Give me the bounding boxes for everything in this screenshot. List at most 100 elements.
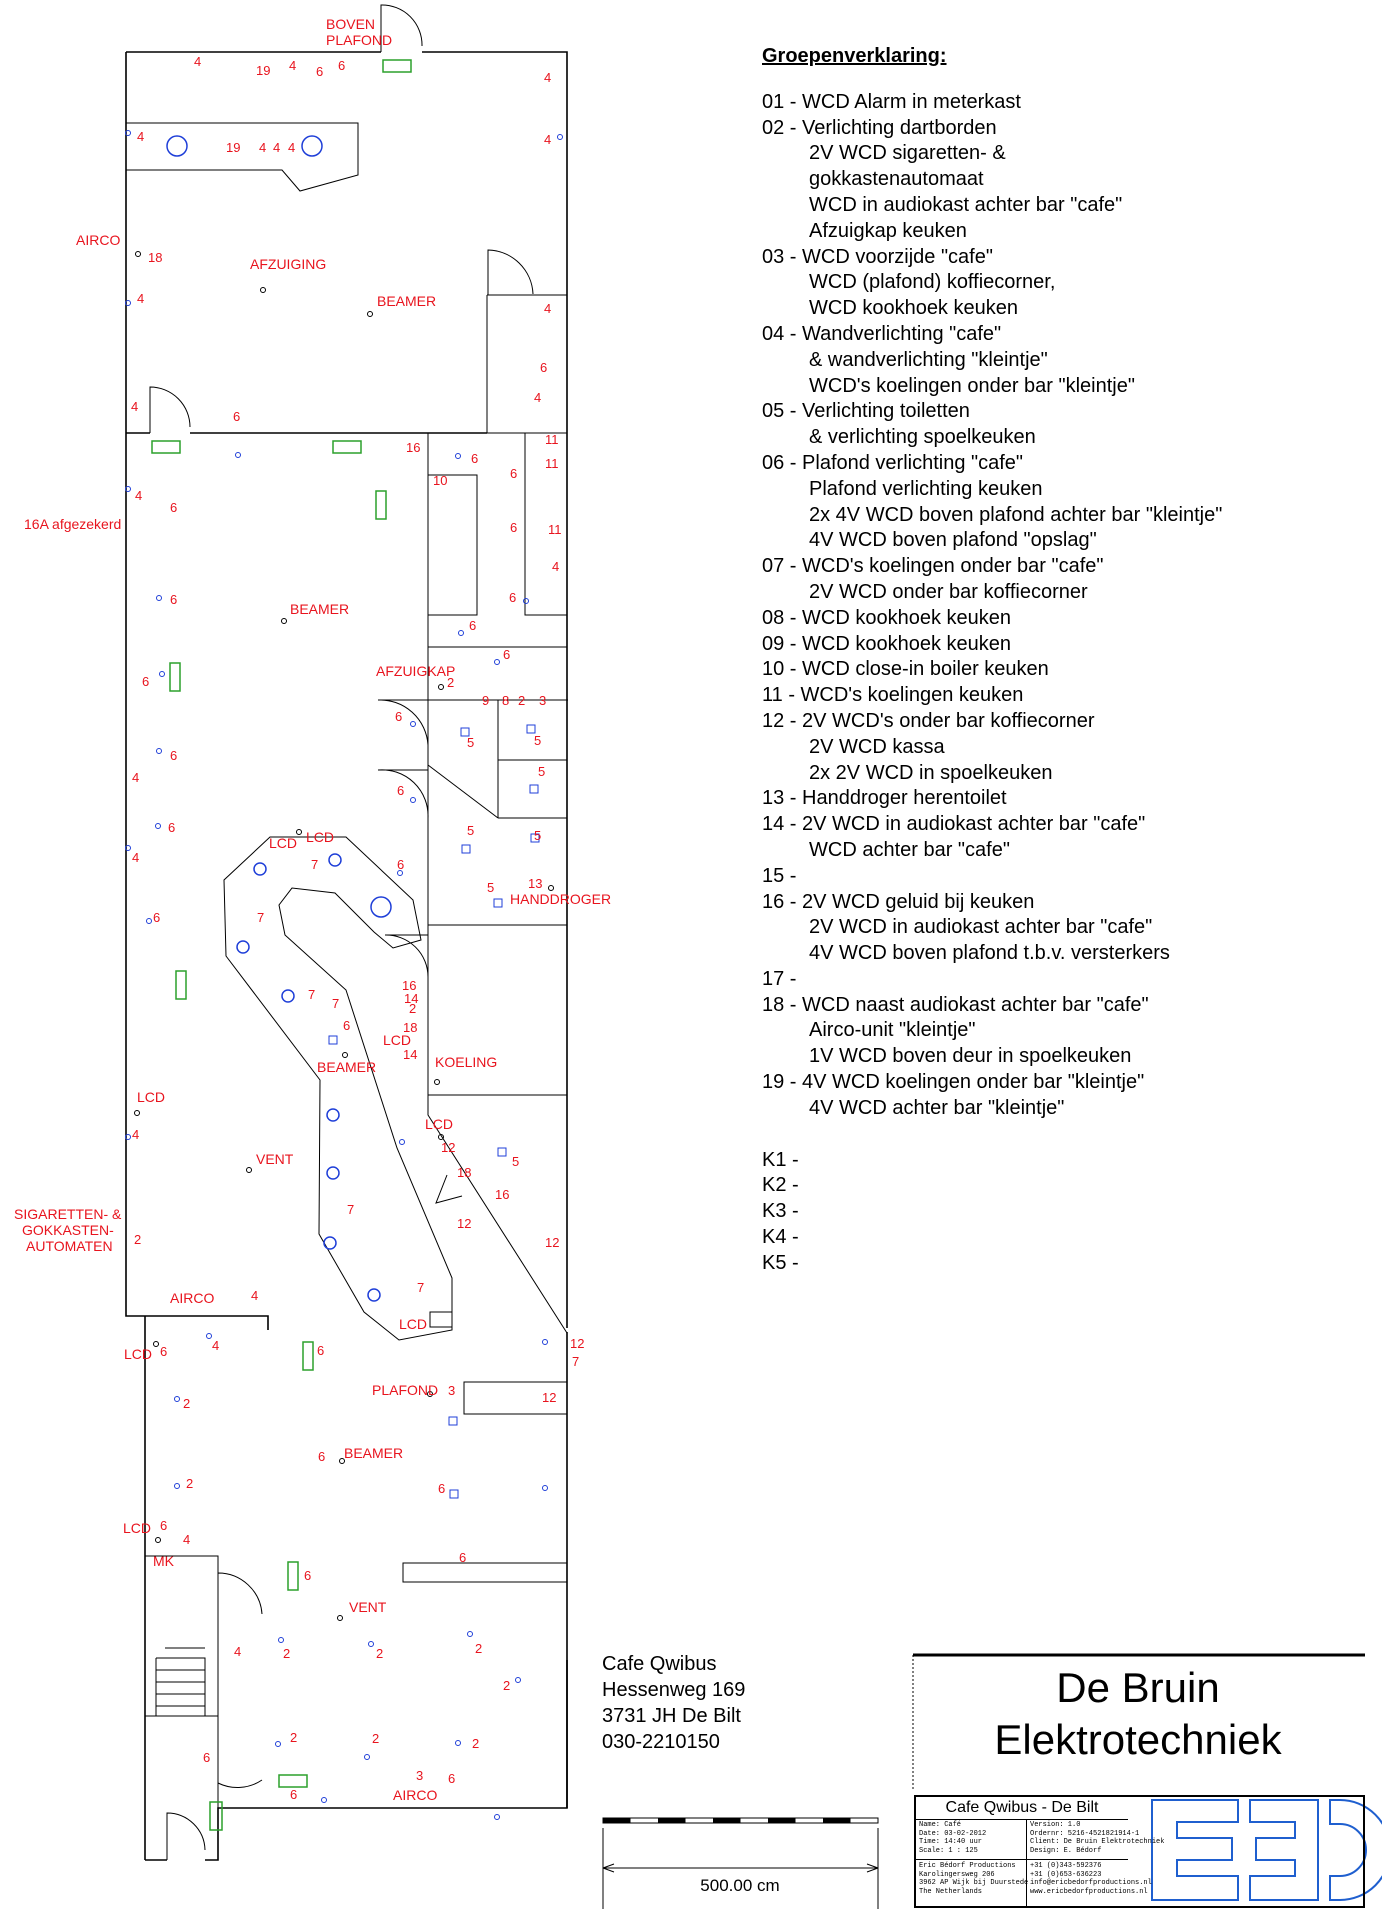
circuit-number: 7 bbox=[347, 1202, 354, 1217]
legend-group-line: 4V WCD boven plafond "opslag" bbox=[809, 529, 1097, 552]
circuit-number: 6 bbox=[160, 1344, 167, 1359]
scale-bar bbox=[602, 1817, 879, 1909]
k-group: K4 - bbox=[762, 1226, 799, 1249]
circuit-number: 4 bbox=[135, 488, 142, 503]
circuit-number: 2 bbox=[372, 1731, 379, 1746]
legend-group-line: 1V WCD boven deur in spoelkeuken bbox=[809, 1045, 1132, 1068]
legend-group-line: WCD kookhoek keuken bbox=[802, 606, 1012, 629]
room-label: BEAMER bbox=[290, 601, 349, 617]
circuit-number: 2 bbox=[290, 1730, 297, 1745]
circuit-number: 6 bbox=[304, 1568, 311, 1583]
circuit-number: 2 bbox=[183, 1396, 190, 1411]
k-groups: K1 -K2 -K3 -K4 -K5 - bbox=[762, 1148, 1362, 1277]
legend-group-line: gokkastenautomaat bbox=[809, 168, 984, 191]
legend-group-line: 2V WCD's onder bar koffiecorner bbox=[802, 709, 1095, 732]
legend-group-line: WCD's koelingen onder bar "kleintje" bbox=[809, 374, 1135, 397]
legend-group: 05 - Verlichting toiletten bbox=[762, 399, 1362, 425]
circuit-number: 5 bbox=[512, 1154, 519, 1169]
legend-group: 11 - WCD's koelingen keuken bbox=[762, 683, 1362, 709]
circuit-number: 10 bbox=[433, 473, 447, 488]
circuit-number: 5 bbox=[487, 880, 494, 895]
legend-group-line: WCD voorzijde "cafe" bbox=[802, 245, 993, 268]
room-label: LCD bbox=[399, 1316, 427, 1332]
circuit-number: 12 bbox=[441, 1140, 455, 1155]
tb-version: Version: 1.0 bbox=[1030, 1821, 1081, 1829]
legend-group: 06 - Plafond verlichting "cafe" bbox=[762, 451, 1362, 477]
legend-group-line: Handdroger herentoilet bbox=[802, 787, 1007, 810]
scale-label: 500.00 cm bbox=[700, 1876, 780, 1895]
circuit-number: 2 bbox=[503, 1678, 510, 1693]
legend-group-line: WCD kookhoek keuken bbox=[809, 297, 1018, 320]
circuit-number: 4 bbox=[544, 132, 551, 147]
circuit-number: 7 bbox=[257, 910, 264, 925]
circuit-number: 19 bbox=[226, 140, 240, 155]
legend-group-line: WCD's koelingen keuken bbox=[800, 684, 1024, 707]
circuit-number: 4 bbox=[234, 1644, 241, 1659]
circuit-number: 2 bbox=[518, 693, 525, 708]
room-label: AUTOMATEN bbox=[26, 1238, 113, 1254]
circuit-number: 3 bbox=[539, 693, 546, 708]
title-block: Cafe Qwibus - De Bilt Name: Café Date: 0… bbox=[914, 1795, 1365, 1908]
legend-group-line: 2V WCD geluid bij keuken bbox=[802, 890, 1035, 913]
legend-group: 07 - WCD's koelingen onder bar "cafe" bbox=[762, 554, 1362, 580]
room-label: PLAFOND bbox=[326, 32, 392, 48]
room-label: VENT bbox=[349, 1599, 387, 1615]
circuit-number: 8 bbox=[502, 693, 509, 708]
circuit-number: 6 bbox=[448, 1771, 455, 1786]
legend-group-line: WCD naast audiokast achter bar "cafe" bbox=[802, 993, 1149, 1016]
company-line1: De Bruin bbox=[1056, 1664, 1220, 1711]
circuit-number: 16 bbox=[406, 440, 420, 455]
circuit-number: 12 bbox=[457, 1216, 471, 1231]
circuit-number: 5 bbox=[467, 735, 474, 750]
legend-group: 03 - WCD voorzijde "cafe" bbox=[762, 245, 1362, 271]
legend-group: 12 - 2V WCD's onder bar koffiecorner bbox=[762, 709, 1362, 735]
legend-group-line: 4V WCD achter bar "kleintje" bbox=[809, 1096, 1065, 1119]
circuit-number: 4 bbox=[289, 58, 296, 73]
circuit-number: 6 bbox=[540, 360, 547, 375]
circuit-number: 14 bbox=[403, 1047, 417, 1062]
legend-group-code: 13 - bbox=[762, 787, 803, 810]
legend-title: Groepenverklaring: bbox=[762, 45, 947, 67]
circuit-number: 3 bbox=[416, 1768, 423, 1783]
walls bbox=[125, 4, 568, 1861]
legend-group-line: 2V WCD in audiokast achter bar "cafe" bbox=[809, 916, 1153, 939]
circuit-number: 14 bbox=[404, 991, 418, 1006]
address-name: Cafe Qwibus bbox=[602, 1653, 717, 1675]
circuit-number: 11 bbox=[545, 456, 559, 471]
legend-group-line: WCD's koelingen onder bar "cafe" bbox=[802, 555, 1104, 578]
circuit-number: 6 bbox=[509, 590, 516, 605]
ebp-logo bbox=[1151, 1799, 1382, 1901]
circuit-number: 4 bbox=[137, 291, 144, 306]
group-legend: Groepenverklaring: 01 - WCD Alarm in met… bbox=[762, 44, 1362, 1277]
circuit-number: 6 bbox=[317, 1343, 324, 1358]
circuit-number: 6 bbox=[170, 592, 177, 607]
legend-group-line: Wandverlichting "cafe" bbox=[802, 322, 1002, 345]
circuit-number: 6 bbox=[318, 1449, 325, 1464]
circuit-number: 7 bbox=[572, 1354, 579, 1369]
circuit-number: 6 bbox=[338, 58, 345, 73]
ceiling-lights bbox=[166, 135, 392, 1302]
circuit-number: 4 bbox=[273, 140, 280, 155]
circuit-number: 2 bbox=[472, 1736, 479, 1751]
tb-left: Name: Café Date: 03-02-2012 Time: 14:40 … bbox=[919, 1821, 986, 1855]
legend-group-code: 08 - bbox=[762, 606, 803, 629]
tb-design: Design: E. Bédorf bbox=[1030, 1846, 1102, 1855]
circuit-number: 18 bbox=[457, 1165, 471, 1180]
circuit-number: 6 bbox=[290, 1787, 297, 1802]
legend-group: 13 - Handdroger herentoilet bbox=[762, 786, 1362, 812]
circuit-number: 6 bbox=[170, 748, 177, 763]
circuit-number: 7 bbox=[332, 996, 339, 1011]
legend-group: 02 - Verlichting dartborden bbox=[762, 116, 1362, 142]
circuit-number: 6 bbox=[510, 466, 517, 481]
circuit-number: 2 bbox=[186, 1476, 193, 1491]
tb-phone: +31 (0)343-592376 bbox=[1030, 1862, 1102, 1870]
legend-group: 15 - bbox=[762, 864, 1362, 890]
legend-group-line: Verlichting toiletten bbox=[802, 400, 970, 423]
address-block: Cafe Qwibus Hessenweg 169 3731 JH De Bil… bbox=[602, 1651, 745, 1755]
tb-mobile: +31 (0)653-636223 bbox=[1030, 1870, 1102, 1879]
legend-group-code: 11 - bbox=[762, 684, 801, 707]
tb-date: Date: 03-02-2012 bbox=[919, 1829, 987, 1838]
legend-group-code: 02 - bbox=[762, 116, 803, 139]
